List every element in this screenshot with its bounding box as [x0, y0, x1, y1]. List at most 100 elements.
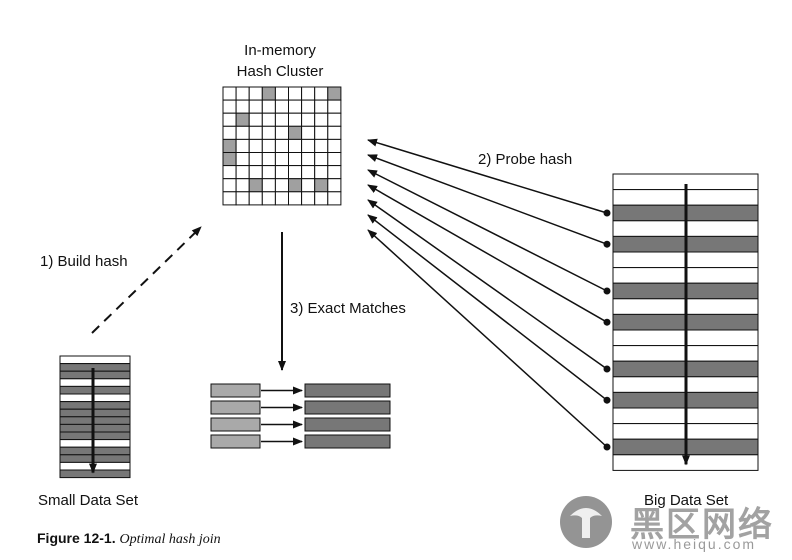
probe-hash-label: 2) Probe hash	[478, 151, 573, 168]
match-left-record	[210, 417, 261, 432]
match-left-record	[210, 383, 261, 398]
probe-arrow-dot	[603, 287, 611, 295]
hash-cell	[314, 99, 329, 114]
hash-cell	[222, 112, 237, 127]
watermark-text: 黑区网络	[630, 506, 774, 544]
probe-arrow-dot	[603, 396, 611, 404]
hash-cell	[327, 99, 342, 114]
hash-cell	[288, 178, 303, 193]
hash-cell	[288, 112, 303, 127]
hash-cell	[261, 138, 276, 153]
probe-arrow	[367, 229, 608, 448]
hash-cell	[222, 138, 237, 153]
hash-cell	[301, 112, 316, 127]
small-data-set-table	[59, 355, 131, 479]
small-set-row	[59, 401, 131, 410]
hash-cluster-title-line1: In-memory	[244, 42, 316, 59]
match-right-record	[304, 434, 391, 449]
hash-cell	[222, 86, 237, 101]
hash-cell	[274, 112, 289, 127]
hash-cell	[314, 86, 329, 101]
small-set-row	[59, 439, 131, 448]
hash-cell	[301, 125, 316, 140]
small-set-row	[59, 363, 131, 372]
hash-cell	[248, 125, 263, 140]
hash-cell	[248, 152, 263, 167]
hash-cell	[261, 125, 276, 140]
hash-cell	[261, 152, 276, 167]
hash-cell	[248, 191, 263, 206]
hash-cell	[301, 152, 316, 167]
hash-cell	[274, 125, 289, 140]
build-hash-arrow	[91, 226, 202, 334]
big-data-set-label: Big Data Set	[644, 492, 729, 509]
hash-cell	[235, 99, 250, 114]
probe-arrow	[367, 199, 608, 370]
hash-cell	[235, 86, 250, 101]
hash-cell	[314, 125, 329, 140]
hash-cell	[274, 86, 289, 101]
hash-cell	[327, 138, 342, 153]
hash-cell	[288, 191, 303, 206]
build-hash-label: 1) Build hash	[40, 253, 128, 270]
hash-cluster-title: In-memory Hash Cluster	[220, 40, 340, 82]
hash-cell	[314, 178, 329, 193]
small-set-row	[59, 423, 131, 433]
probe-arrow	[367, 138, 608, 214]
probe-arrow	[367, 154, 608, 245]
small-set-row	[59, 393, 131, 403]
hash-cluster-grid	[222, 86, 342, 206]
match-left-record	[210, 434, 261, 449]
hash-cell	[301, 178, 316, 193]
figure-title: Optimal hash join	[119, 532, 221, 547]
hash-cell	[248, 178, 263, 193]
hash-cell	[327, 112, 342, 127]
match-right-record	[304, 417, 391, 432]
hash-cell	[288, 99, 303, 114]
small-set-row	[59, 370, 131, 380]
hash-cell	[235, 178, 250, 193]
probe-arrows	[367, 138, 611, 451]
small-data-set-label: Small Data Set	[38, 492, 139, 509]
hash-cell	[235, 165, 250, 180]
hash-cell	[248, 138, 263, 153]
hash-cell	[261, 86, 276, 101]
match-left-record	[210, 400, 261, 415]
match-right-record	[304, 383, 391, 398]
hash-cell	[327, 178, 342, 193]
hash-cell	[314, 152, 329, 167]
hash-cell	[288, 138, 303, 153]
hash-cell	[235, 191, 250, 206]
hash-cell	[222, 165, 237, 180]
probe-arrow-dot	[603, 240, 611, 248]
probe-arrow	[367, 169, 608, 292]
small-set-row	[59, 461, 131, 471]
hash-cell	[222, 99, 237, 114]
small-set-row	[59, 446, 131, 456]
hash-cell	[248, 86, 263, 101]
hash-cell	[314, 138, 329, 153]
hash-cell	[327, 125, 342, 140]
hash-cell	[235, 152, 250, 167]
hash-cell	[235, 112, 250, 127]
hash-cell	[314, 191, 329, 206]
hash-cell	[274, 152, 289, 167]
probe-arrow-dot	[603, 318, 611, 326]
small-set-row	[59, 454, 131, 463]
hash-cell	[327, 152, 342, 167]
probe-arrow	[367, 184, 608, 323]
small-set-row	[59, 431, 131, 441]
hash-cell	[261, 191, 276, 206]
hash-cell	[301, 191, 316, 206]
hash-cell	[261, 165, 276, 180]
hash-cluster-title-line2: Hash Cluster	[236, 63, 324, 80]
small-set-row	[59, 408, 131, 418]
hash-cell	[222, 152, 237, 167]
hash-cell	[301, 99, 316, 114]
hash-cell	[314, 165, 329, 180]
hash-cell	[261, 112, 276, 127]
probe-arrow-dot	[603, 209, 611, 217]
hash-cell	[288, 165, 303, 180]
big-data-set-table	[612, 173, 759, 471]
